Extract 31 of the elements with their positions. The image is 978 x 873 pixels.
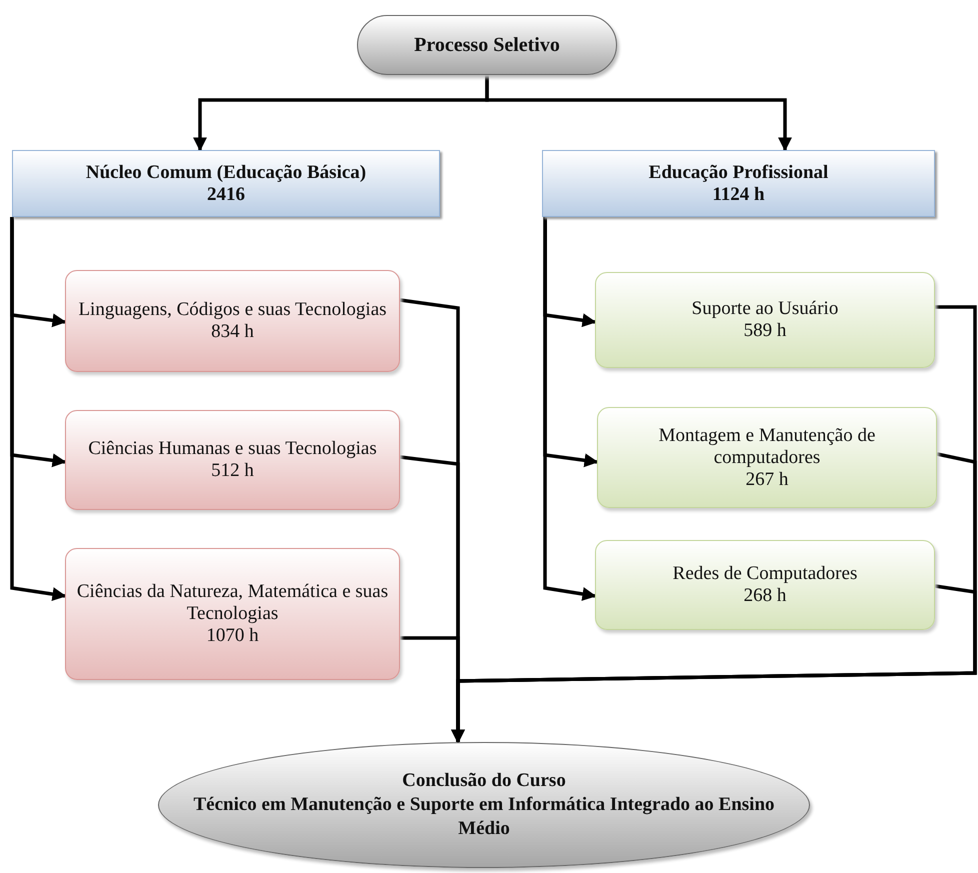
category-header [12,150,440,217]
node-title: Educação Profissional [648,162,830,184]
process-box [595,272,935,368]
start-terminator [357,15,617,75]
hours-label: 2416 [206,184,246,206]
hours-label: 268 h [742,585,788,607]
process-box [597,407,937,508]
node-title: Conclusão do Curso [401,769,567,793]
node-title: Ciências Humanas e suas Tecnologias [87,438,378,460]
node-title: Processo Seletivo [413,34,561,56]
arrow [485,75,792,152]
hours-label: 1070 h [205,625,260,647]
node-title: Núcleo Comum (Educação Básica) [84,162,368,184]
node-title: Montagem e Manutenção de computadores [658,424,876,468]
hours-label: 512 h [210,460,255,482]
node-title: Redes de Computadores [672,563,858,585]
arrow [543,217,596,601]
node-title: Ciências da Natureza, Matemática e suas Tecnologias [76,581,390,625]
process-box [65,410,400,510]
process-box [65,270,400,372]
node-title: Suporte ao Usuário [690,298,840,320]
process-box [65,548,400,680]
hours-label: 1124 h [711,184,766,206]
category-header [542,150,935,217]
node-title: Linguagens, Códigos e suas Tecnologias [77,299,388,321]
hours-label: 589 h [742,320,788,342]
node-subtitle: Técnico em Manutenção e Suporte em Informática Integrado ao Ensino Médio [192,793,776,841]
process-box [595,540,935,630]
hours-label: 834 h [210,321,255,343]
hours-label: 267 h [744,468,790,490]
arrow [10,217,66,602]
